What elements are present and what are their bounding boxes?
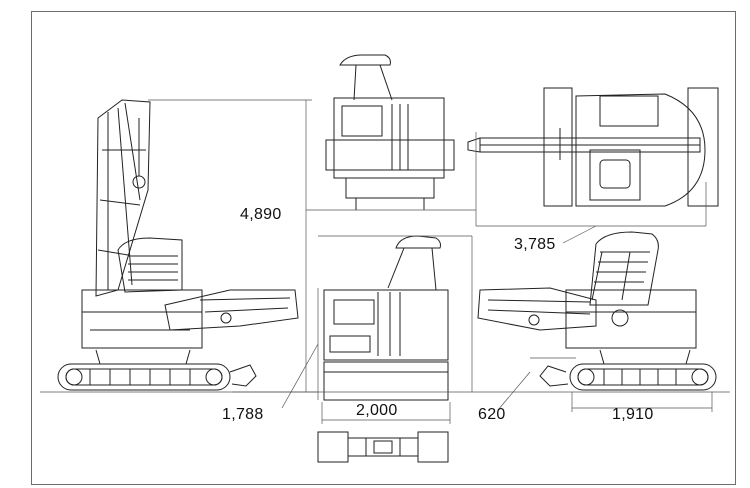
dimension-label-undercarriage-width: 2,000 (356, 402, 398, 419)
plan-view-top-right (467, 87, 719, 207)
drawing-frame (31, 11, 736, 485)
rear-view-top-center (325, 54, 455, 210)
side-view-crane-left (57, 99, 299, 391)
dimension-label-blade-offset: 620 (478, 406, 506, 423)
dimension-label-front-track-gauge: 1,788 (222, 406, 264, 423)
dimension-label-overall-height: 4,890 (240, 206, 282, 223)
dimension-label-tail-swing-width: 3,785 (514, 236, 556, 253)
front-view-bottom-center (317, 235, 449, 463)
dimension-lines (40, 99, 730, 424)
side-view-right (477, 231, 717, 391)
dimension-label-rear-length: 1,910 (612, 406, 654, 423)
